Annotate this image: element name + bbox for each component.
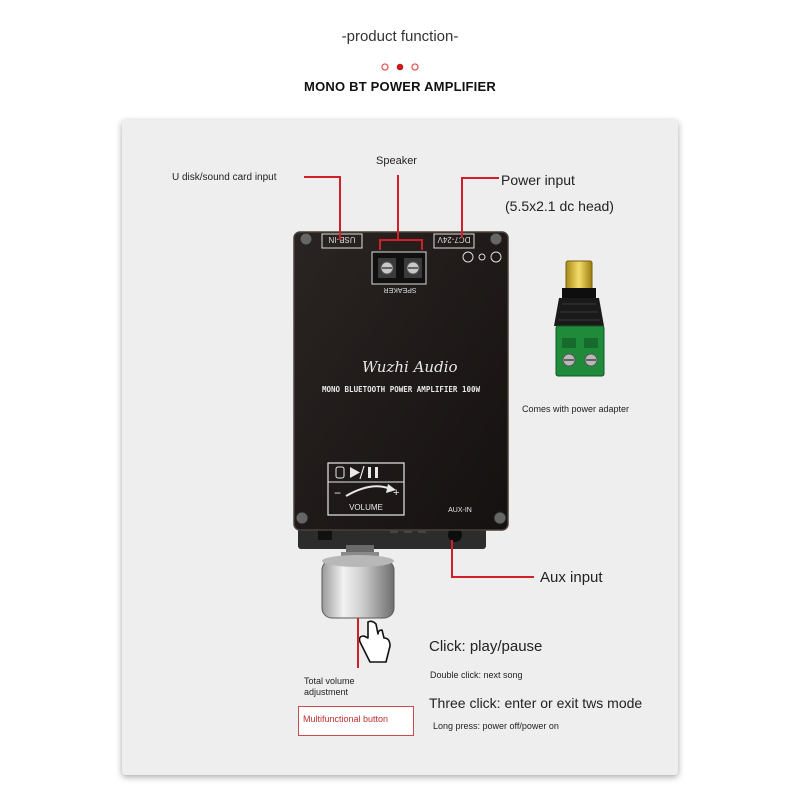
speaker-tag: SPEAKER <box>383 286 416 293</box>
label-speaker: Speaker <box>376 155 417 167</box>
hand-pointer-icon <box>358 620 391 663</box>
header-dots <box>381 63 419 71</box>
hand-tap-icon <box>335 466 345 479</box>
amplifier-diagram: USB-IN SPEAKER DC7-24V Wuzhi Audio <box>293 175 605 668</box>
dot-center <box>396 63 404 71</box>
power-adapter <box>554 260 605 377</box>
leader-speaker <box>379 239 423 250</box>
screw-icon <box>489 232 503 246</box>
screw-icon <box>299 232 313 246</box>
header-subtitle: MONO BT POWER AMPLIFIER <box>304 79 496 94</box>
usb-tag: USB-IN <box>328 235 355 244</box>
dc-tag: DC7-24V <box>437 235 471 244</box>
header-title: -product function- <box>341 28 459 45</box>
label-power-adapter: Comes with power adapter <box>522 404 630 414</box>
terminal-block <box>555 325 605 377</box>
speaker-terminal: SPEAKER <box>371 251 427 293</box>
label-double-click: Double click: next song <box>430 670 523 680</box>
leader-lines <box>304 175 534 668</box>
label-long-press: Long press: power off/power on <box>433 721 559 731</box>
svg-text:−: − <box>334 486 341 500</box>
svg-text:+: + <box>393 487 399 499</box>
dc-polarity-icon <box>462 251 502 263</box>
label-power-input: Power input <box>501 172 575 188</box>
amplifier-board: USB-IN SPEAKER DC7-24V Wuzhi Audio <box>293 231 509 531</box>
board-model: MONO BLUETOOTH POWER AMPLIFIER 100W <box>322 385 481 394</box>
multifunctional-button-label: Multifunctional button <box>298 706 414 736</box>
board-brand: Wuzhi Audio <box>362 358 458 376</box>
leader-usb <box>304 176 341 240</box>
leader-power <box>461 177 499 238</box>
volume-tag: VOLUME <box>349 503 383 512</box>
volume-knob <box>321 545 395 619</box>
play-icon <box>350 467 360 478</box>
screw-icon <box>493 511 507 525</box>
aux-tag: AUX-IN <box>448 507 472 514</box>
dot-left <box>381 63 389 71</box>
pause-icon <box>368 467 371 478</box>
label-power-input-sub: (5.5x2.1 dc head) <box>505 198 614 214</box>
leader-aux <box>451 540 534 578</box>
label-three-click: Three click: enter or exit tws mode <box>429 695 643 711</box>
label-total-volume: Total volume adjustment <box>304 676 355 697</box>
label-click: Click: play/pause <box>429 638 543 655</box>
dot-right <box>411 63 419 71</box>
screw-icon <box>295 511 309 525</box>
label-usb-input: U disk/sound card input <box>172 172 277 183</box>
volume-panel: − + VOLUME <box>327 462 405 516</box>
label-aux-input: Aux input <box>540 569 603 586</box>
